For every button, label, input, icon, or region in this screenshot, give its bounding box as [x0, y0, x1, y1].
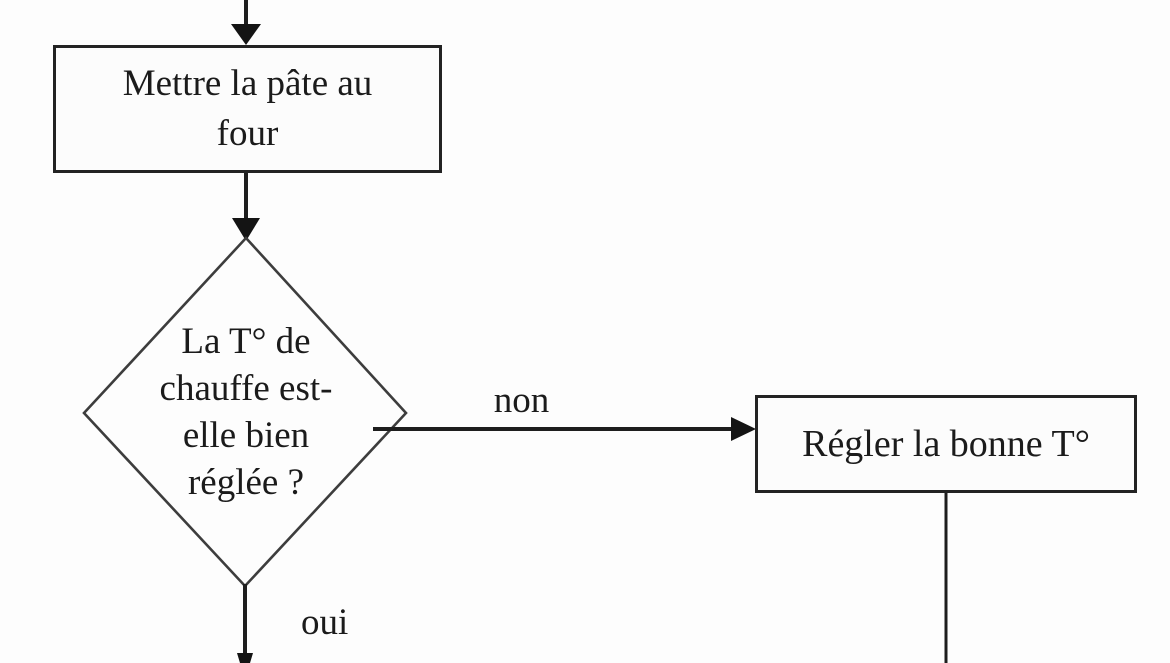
process-node-set-temp: Régler la bonne T° — [755, 395, 1137, 493]
decision-node-temp-check: La T° de chauffe est- elle bien réglée ? — [106, 318, 386, 506]
decision-line1: La T° de — [181, 321, 311, 362]
decision-line2: chauffe est- — [159, 368, 333, 409]
yes-branch-arrowhead-icon — [237, 653, 253, 663]
process-node-set-temp-line1: Régler la bonne T° — [802, 423, 1090, 465]
decision-line3: elle bien — [182, 415, 310, 456]
no-branch-arrowhead-icon — [731, 417, 756, 441]
process-node-oven-line2: four — [216, 113, 279, 154]
process-node-oven: Mettre la pâte au four — [53, 45, 442, 173]
edge-label-oui: oui — [301, 602, 349, 643]
oven-to-decision-arrowhead-icon — [232, 218, 260, 241]
decision-line4: réglée ? — [187, 462, 305, 503]
edge-label-non: non — [493, 380, 550, 421]
entry-arrowhead-icon — [231, 24, 261, 45]
process-node-oven-line1: Mettre la pâte au — [122, 63, 373, 104]
